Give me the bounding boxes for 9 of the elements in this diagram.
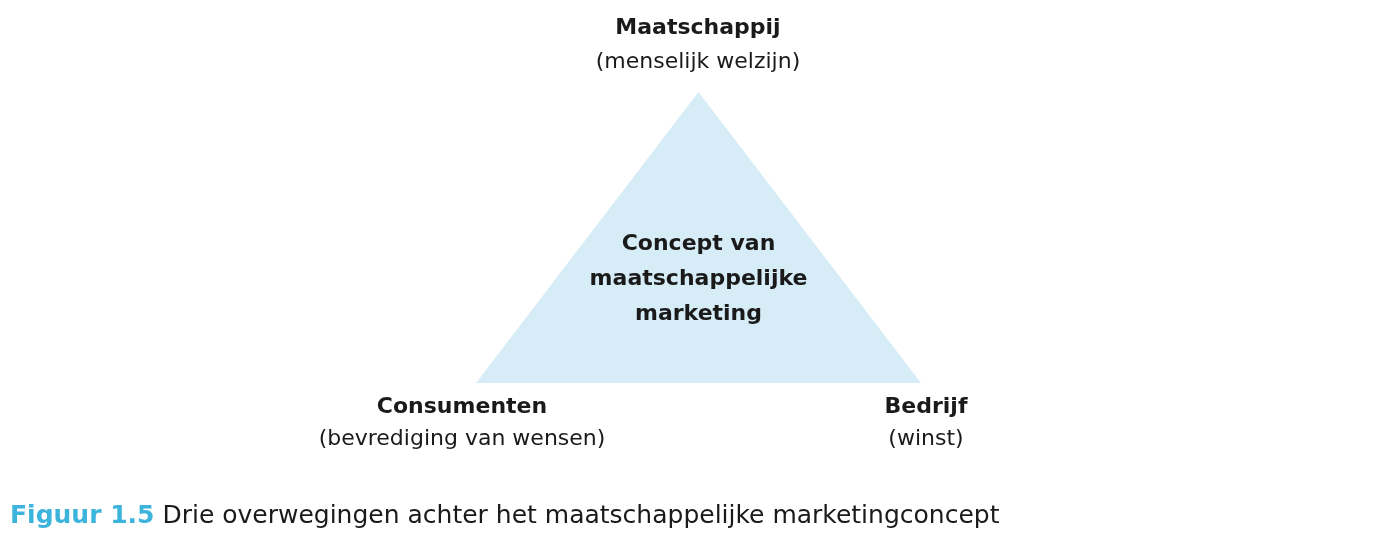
corner-subtitle: (winst) <box>888 425 964 450</box>
figure-caption: Figuur 1.5 Drie overwegingen achter het maatschappelijke marketingconcept <box>10 500 1000 529</box>
corner-heading: Consumenten <box>376 393 548 418</box>
corner-subtitle: (bevrediging van wensen) <box>318 425 606 450</box>
corner-subtitle: (menselijk welzijn) <box>595 48 801 73</box>
corner-heading: Bedrijf <box>884 393 968 418</box>
triangle-shape <box>476 92 921 383</box>
concept-text: Concept van maatschappelijke marketing <box>588 229 809 327</box>
corner-heading: Maatschappij <box>615 14 781 39</box>
